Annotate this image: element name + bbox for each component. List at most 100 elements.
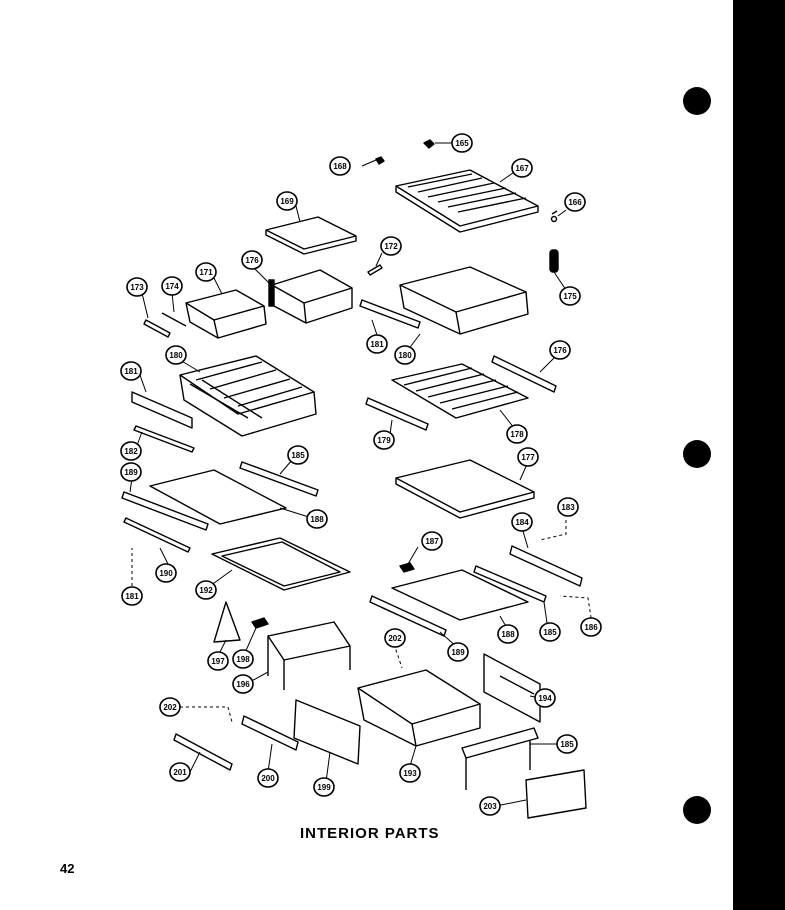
callout-175: 175 (559, 286, 581, 306)
callout-label: 188 (310, 515, 324, 524)
callout-circle (207, 651, 229, 671)
callout-circle (165, 345, 187, 365)
callout-circle (329, 156, 351, 176)
callout-circle (539, 622, 561, 642)
callout-circle (257, 768, 279, 788)
diagram-caption: INTERIOR PARTS (300, 825, 440, 842)
callout-circle (373, 430, 395, 450)
part-plate-203 (525, 769, 587, 819)
callout-185a: 185 (287, 445, 309, 465)
part-rail-189a (121, 491, 209, 531)
callout-label: 171 (199, 268, 213, 277)
callout-circle (120, 462, 142, 482)
callout-circle (497, 624, 519, 644)
callout-label: 182 (124, 447, 138, 456)
page-edge-bar (733, 0, 785, 910)
callout-circle (120, 361, 142, 381)
callout-circle (511, 512, 533, 532)
callout-label: 176 (553, 346, 567, 355)
callout-182: 182 (120, 441, 142, 461)
callout-label: 192 (199, 586, 213, 595)
callout-circle (159, 697, 181, 717)
callout-label: 198 (236, 655, 250, 664)
callout-190: 190 (155, 563, 177, 583)
callout-circle (534, 688, 556, 708)
callout-label: 184 (515, 518, 529, 527)
callout-202a: 202 (159, 697, 181, 717)
callout-circle (120, 441, 142, 461)
callout-197: 197 (207, 651, 229, 671)
part-rail-174 (161, 312, 187, 327)
callout-198: 198 (232, 649, 254, 669)
callout-label: 172 (384, 242, 398, 251)
callout-label: 202 (388, 634, 402, 643)
callout-181c: 181 (121, 586, 143, 606)
part-crisper-180 (399, 266, 529, 335)
callout-label: 185 (560, 740, 574, 749)
callout-circle (564, 192, 586, 212)
part-wire-shelf-178 (391, 363, 529, 419)
callout-180b: 180 (394, 345, 416, 365)
part-bracket-176 (491, 355, 557, 393)
callout-label: 173 (130, 283, 144, 292)
callout-label: 199 (317, 783, 331, 792)
callout-176b: 176 (549, 340, 571, 360)
callout-label: 197 (211, 657, 225, 666)
part-bracket-200 (241, 715, 299, 751)
callout-192: 192 (195, 580, 217, 600)
callout-label: 202 (163, 703, 177, 712)
callout-168: 168 (329, 156, 351, 176)
callout-194: 194 (534, 688, 556, 708)
callout-circle (287, 445, 309, 465)
callout-circle (380, 236, 402, 256)
part-hook-197 (213, 601, 241, 643)
callout-label: 181 (124, 367, 138, 376)
part-pin-172 (367, 264, 383, 276)
callout-circle (451, 133, 473, 153)
callout-label: 186 (584, 623, 598, 632)
callout-label: 185 (543, 628, 557, 637)
callout-label: 178 (510, 430, 524, 439)
callout-circle (126, 277, 148, 297)
part-rail-179 (365, 397, 429, 431)
callout-circle (306, 509, 328, 529)
part-lid-169 (265, 216, 357, 255)
part-rail-189b (369, 595, 447, 637)
callout-label: 180 (169, 351, 183, 360)
callout-171: 171 (195, 262, 217, 282)
part-screw-166 (550, 210, 558, 223)
part-tray-171 (185, 289, 267, 339)
callout-label: 167 (515, 164, 529, 173)
callout-circle (517, 447, 539, 467)
callout-189a: 189 (120, 462, 142, 482)
callout-circle (155, 563, 177, 583)
punch-hole-middle (683, 440, 711, 468)
callout-circle (511, 158, 533, 178)
callout-185c: 185 (556, 734, 578, 754)
callout-circle (241, 250, 263, 270)
callout-180a: 180 (165, 345, 187, 365)
callout-178: 178 (506, 424, 528, 444)
callout-181b: 181 (366, 334, 388, 354)
callout-186: 186 (580, 617, 602, 637)
part-glass-shelf-188b (391, 569, 529, 621)
part-frame-192 (211, 537, 351, 591)
part-shelf-frame-177 (395, 459, 535, 519)
callout-label: 168 (333, 162, 347, 171)
callout-172: 172 (380, 236, 402, 256)
punch-hole-bottom (683, 796, 711, 824)
callout-188b: 188 (497, 624, 519, 644)
callout-167: 167 (511, 158, 533, 178)
callout-label: 166 (568, 198, 582, 207)
callout-201: 201 (169, 762, 191, 782)
callout-166: 166 (564, 192, 586, 212)
part-pan-193 (357, 669, 481, 747)
callout-189b: 189 (447, 642, 469, 662)
callout-label: 203 (483, 802, 497, 811)
callout-196: 196 (232, 674, 254, 694)
callout-200: 200 (257, 768, 279, 788)
callout-circle (195, 262, 217, 282)
callout-circle (557, 497, 579, 517)
part-clip-165 (423, 139, 435, 149)
part-clip-168 (375, 156, 385, 165)
